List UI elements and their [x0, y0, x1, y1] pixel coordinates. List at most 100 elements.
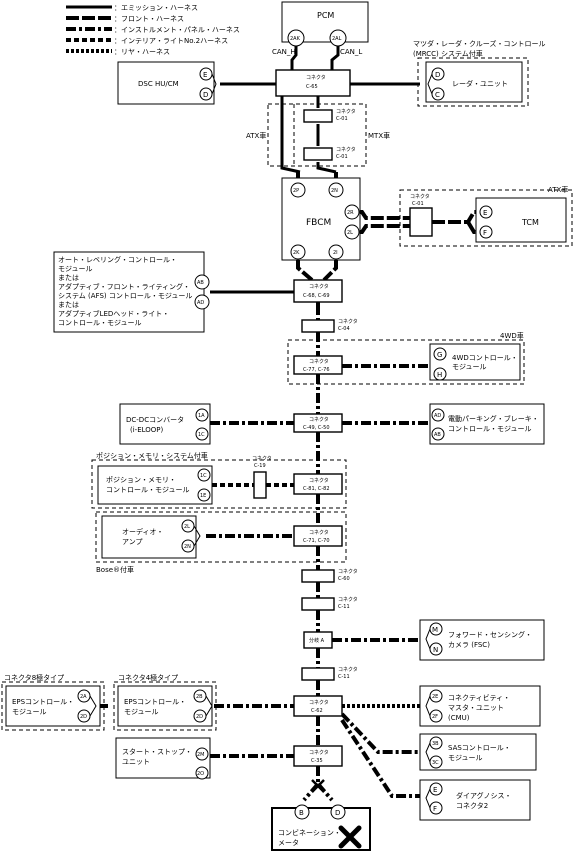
atx-mtx-option: ATX車 MTX車 コネクタ C-01 コネクタ C-01: [246, 103, 390, 167]
tcm-option-frame: [399, 189, 573, 247]
dcdc-module: DC-DCコンバータ (i-ELOOP) 1A 1C: [119, 403, 211, 445]
c60-code: C-60: [338, 576, 350, 582]
fsc-pin-join: [425, 628, 431, 650]
leveling-box: [53, 251, 205, 333]
atx-mtx-frame: [267, 103, 367, 167]
c81-code: C-81, C-82: [303, 486, 330, 492]
memory-pin-1e: [197, 488, 211, 502]
sas-line2: モジュール: [448, 754, 483, 762]
wire-fbcm-2k: [296, 258, 314, 282]
can-h-label: CAN_H: [272, 48, 296, 56]
mrcc-note-line1: マツダ・レーダ・クルーズ・コントロール: [413, 39, 545, 48]
branch-a-box: [303, 631, 333, 649]
tcm-c01-box: [409, 207, 433, 237]
fbcm-pin-2n-label: 2N: [331, 188, 338, 194]
c04-joint-label: コネクタ: [338, 318, 358, 325]
wire-pcm-can-l: [330, 45, 340, 70]
dcdc-pin-1c: [195, 427, 209, 441]
eps8-note: コネクタ8極タイプ: [4, 673, 64, 682]
eps4-pin-2b-label: 2B: [196, 694, 203, 700]
dsc-box: [117, 61, 215, 105]
tcm-note: ATX車: [548, 185, 568, 194]
c65-code: C-65: [306, 84, 318, 90]
meter-pin-b: [294, 804, 310, 820]
c01-top-box: [303, 109, 333, 123]
dsc-title: DSC HU/CM: [138, 80, 179, 88]
leveling-line4: アダプティブ・フロント・ライティング・: [58, 282, 190, 291]
diag-module: ダイアグノシス・ コネクタ2 E F: [419, 779, 531, 821]
startstop-line1: スタート・ストップ・: [122, 747, 192, 756]
legend: ：エミッション・ハーネス ：フロント・ハーネス ：インストルメント・パネル・ハー…: [66, 4, 240, 56]
eps4-line1: EPSコントロール・: [124, 698, 186, 706]
fbcm-pin-2p-label: 2P: [293, 188, 299, 194]
dcdc-line1: DC-DCコンバータ: [126, 415, 184, 424]
memory-option-frame: [91, 459, 347, 509]
startstop-box: [115, 737, 211, 779]
dcdc-pin-1a: [195, 408, 209, 422]
c11-top-code: C-11: [338, 604, 350, 610]
startstop-pin-2m: [195, 747, 209, 761]
memory-module: ポジション・メモリ・システム付車 ポジション・メモリ・ コントロール・モジュール…: [91, 451, 347, 509]
wire-pcm-can-h: [290, 45, 298, 70]
dcdc-box: [119, 403, 211, 445]
tcm-c01-code: C-01: [412, 201, 424, 207]
diag-line2: コネクタ2: [456, 801, 488, 810]
c60-box: [301, 569, 335, 583]
legend-label-interior: ：インテリア・ライトNo.2ハーネス: [114, 37, 228, 45]
fbcm-pin-2k-label: 2K: [293, 250, 300, 256]
c77-joint-label: コネクタ: [309, 358, 329, 365]
connector-c62: コネクタ C-62: [293, 695, 343, 717]
c68-joint-label: コネクタ: [309, 283, 329, 290]
c81-joint-label: コネクタ: [309, 477, 329, 484]
eps4-pin-join: [205, 695, 213, 717]
c19-code: C-19: [254, 463, 266, 469]
eps4-option-frame: [113, 681, 217, 731]
cmu-pin-2f-label: 2F: [432, 714, 438, 720]
c81-box: [293, 473, 343, 495]
wire-tcm-e: [432, 210, 480, 224]
dsc-pin-d-label: D: [203, 91, 208, 99]
dsc-pin-e-label: E: [203, 71, 207, 79]
diag-pin-e-label: E: [433, 786, 437, 794]
diag-line1: ダイアグノシス・: [456, 791, 512, 800]
sas-line1: SASコントロール・: [448, 744, 511, 752]
branch-a-label: 分岐 A: [309, 637, 325, 644]
c01-top-joint-label: コネクタ: [336, 108, 356, 115]
c77-box: [293, 355, 343, 375]
wire-atx-direct: [280, 96, 301, 174]
epb-module: 電動パーキング・ブレーキ・ コントロール・モジュール AD AB: [429, 403, 545, 445]
startstop-module: スタート・ストップ・ ユニット 2M 2O: [115, 737, 211, 780]
c49-code: C-49, C-50: [303, 425, 330, 431]
epb-line2: コントロール・モジュール: [448, 425, 532, 433]
wire-fbcm-2i: [322, 258, 338, 282]
connector-c60: コネクタ C-60: [301, 568, 358, 583]
memory-line2: コントロール・モジュール: [106, 486, 190, 494]
branch-a: 分岐 A: [303, 631, 333, 649]
radar-pin-join: [427, 73, 433, 95]
tcm-pin-e: [479, 205, 493, 219]
meter-module: B D コンビネーション・ メータ: [271, 804, 371, 851]
c68-box: [293, 279, 343, 303]
audio-line2: アンプ: [122, 538, 143, 546]
c35-code: C-35: [311, 758, 323, 764]
connector-c68: コネクタ C-68, C-69: [293, 279, 343, 303]
radar-title: レーダ・ユニット: [452, 79, 508, 88]
fbcm-module: FBCM 2P 2N 2R 2L 2K 2I: [281, 177, 361, 261]
legend-label-emission: ：エミッション・ハーネス: [114, 4, 198, 12]
trunk-cross-b: [311, 779, 325, 793]
tcm-c01-joint-label: コネクタ: [410, 193, 430, 200]
meter-line1: コンビネーション・: [278, 828, 341, 837]
connector-c49: コネクタ C-49, C-50: [293, 413, 343, 433]
fbcm-pin-2l: [344, 224, 360, 240]
cmu-line1: コネクティビティ・: [448, 693, 510, 702]
pcm-pin-2ak: [287, 29, 305, 47]
legend-label-front: ：フロント・ハーネス: [114, 15, 184, 23]
wire-fbcm-2l: [358, 224, 410, 234]
c04-box: [301, 319, 335, 333]
wire-tcm-f: [466, 220, 480, 234]
c77-code: C-77, C-76: [303, 367, 330, 373]
tcm-module: ATX車 コネクタ C-01 TCM E F: [399, 185, 573, 247]
awd-note: 4WD車: [500, 331, 524, 340]
leveling-module: オート・レベリング・コントロール・ モジュール または アダプティブ・フロント・…: [53, 251, 210, 333]
